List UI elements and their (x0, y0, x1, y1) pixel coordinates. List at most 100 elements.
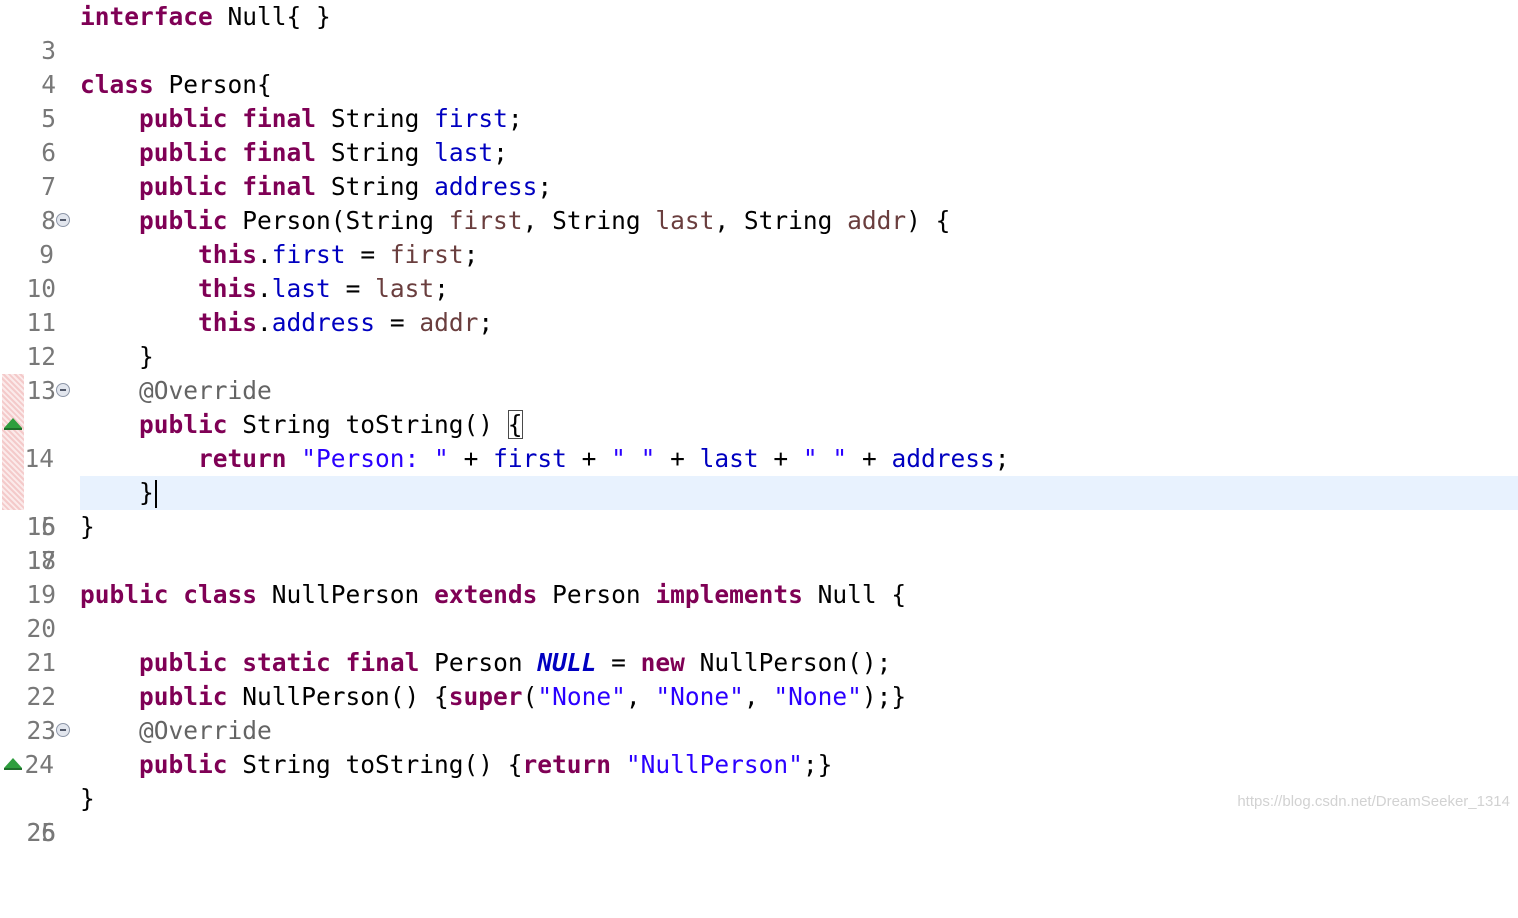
override-triangle-icon[interactable] (4, 758, 22, 770)
keyword: final (242, 138, 317, 167)
code-line[interactable]: 13 } (0, 340, 1518, 405)
code-token: = (330, 274, 376, 303)
code-text[interactable]: public final String address; (80, 170, 1518, 204)
code-token: = (345, 240, 390, 269)
line-number: 4 (41, 70, 56, 99)
code-line[interactable]: 20 public class NullPerson extends Perso… (0, 578, 1518, 643)
string-literal: " " (611, 444, 656, 473)
code-line[interactable]: 23 public NullPerson() {super("None", "N… (0, 680, 1518, 745)
matching-bracket: } (139, 478, 154, 507)
code-text[interactable]: return "Person: " + first + " " + last +… (80, 442, 1518, 476)
code-line[interactable]: 4 (0, 34, 1518, 99)
code-token: ; (537, 172, 553, 201)
code-text[interactable]: public final String first; (80, 102, 1518, 136)
code-line[interactable]: 10 this.first = first; (0, 238, 1518, 303)
code-line[interactable]: 18 } (0, 510, 1518, 575)
code-token: Person (419, 648, 538, 677)
code-text[interactable]: @Override (80, 714, 1518, 748)
code-text[interactable] (80, 34, 1518, 68)
line-number: 5 (41, 104, 56, 133)
collapse-minus-icon[interactable] (56, 213, 70, 227)
parameter-name: first (448, 206, 523, 235)
line-number: 21 (26, 648, 56, 677)
collapse-minus-icon[interactable] (56, 383, 70, 397)
keyword: interface (80, 2, 213, 31)
code-token (228, 648, 243, 677)
code-text[interactable]: public String toString() {return "NullPe… (80, 748, 1518, 782)
code-text[interactable]: } (80, 782, 1518, 816)
line-number: 9 (39, 240, 54, 269)
code-line[interactable]: 22 public static final Person NULL = new… (0, 646, 1518, 711)
code-line[interactable]: 7 public final String last; (0, 136, 1518, 201)
code-text[interactable]: } (80, 340, 1518, 374)
text-caret (154, 480, 157, 508)
code-text[interactable]: public Person(String first, String last,… (80, 204, 1518, 238)
code-text[interactable]: interface Null{ } (80, 0, 1518, 34)
code-text[interactable]: public static final Person NULL = new Nu… (80, 646, 1518, 680)
keyword: public (139, 172, 228, 201)
code-text[interactable]: this.address = addr; (80, 306, 1518, 340)
code-text[interactable] (80, 544, 1518, 578)
code-line[interactable]: 19 (0, 544, 1518, 609)
code-line[interactable]: 9 public Person(String first, String las… (0, 204, 1518, 269)
collapse-minus-icon[interactable] (56, 723, 70, 737)
code-text[interactable]: this.first = first; (80, 238, 1518, 272)
code-text[interactable]: public String toString() { (80, 408, 1518, 442)
code-token (287, 444, 302, 473)
code-token (611, 750, 626, 779)
code-line[interactable]: 15 public String toString() { (0, 408, 1518, 541)
code-line-current[interactable]: 17 } (0, 476, 1518, 575)
code-line[interactable]: 6 public final String first; (0, 102, 1518, 167)
string-literal: "None" (773, 682, 862, 711)
code-text[interactable]: public final String last; (80, 136, 1518, 170)
code-token: } (80, 342, 154, 371)
code-line[interactable]: 5 class Person{ (0, 68, 1518, 133)
code-token: ; (463, 240, 479, 269)
field-name: last (699, 444, 759, 473)
keyword: public (139, 750, 228, 779)
code-text[interactable]: class Person{ (80, 68, 1518, 102)
code-text[interactable] (80, 612, 1518, 646)
keyword: public (139, 410, 228, 439)
indent (80, 376, 139, 405)
code-token: ; (493, 138, 508, 167)
static-field-name: NULL (537, 648, 597, 677)
code-line[interactable]: 3 interface Null{ } (0, 0, 1518, 65)
code-text[interactable]: } (80, 476, 1518, 510)
code-line[interactable]: 25 public String toString() {return "Nul… (0, 748, 1518, 847)
line-number: 18 (26, 546, 56, 575)
keyword: class (183, 580, 258, 609)
code-text[interactable]: @Override (80, 374, 1518, 408)
code-line[interactable]: 11 this.last = last; (0, 272, 1518, 337)
field-name: first (434, 104, 508, 133)
code-token: Null { (802, 580, 907, 609)
line-number: 13 (26, 376, 56, 405)
code-text[interactable]: public NullPerson() {super("None", "None… (80, 680, 1518, 714)
code-editor[interactable]: 3 interface Null{ } 4 5 class Person{ 6 … (0, 0, 1518, 847)
code-line[interactable]: 14 @Override (0, 374, 1518, 473)
code-token: NullPerson(); (684, 648, 892, 677)
code-token (228, 138, 243, 167)
code-token (228, 104, 243, 133)
parameter-name: first (389, 240, 464, 269)
code-text[interactable]: } (80, 510, 1518, 544)
code-token: = (375, 308, 420, 337)
indent (80, 478, 139, 507)
code-line[interactable]: 12 this.address = addr; (0, 306, 1518, 371)
code-text[interactable]: public class NullPerson extends Person i… (80, 578, 1518, 612)
code-token: , (743, 682, 774, 711)
field-name: address (891, 444, 995, 473)
indent (80, 206, 139, 235)
code-token: + (847, 444, 892, 473)
keyword: this (198, 308, 258, 337)
code-token: ( (522, 682, 538, 711)
indent (80, 172, 139, 201)
code-line[interactable]: 16 return "Person: " + first + " " + las… (0, 442, 1518, 541)
override-triangle-icon[interactable] (4, 418, 22, 430)
code-text[interactable]: this.last = last; (80, 272, 1518, 306)
indent (80, 648, 139, 677)
code-line[interactable]: 8 public final String address; (0, 170, 1518, 235)
code-line[interactable]: 24 @Override (0, 714, 1518, 779)
annotation: @Override (139, 716, 272, 745)
code-line[interactable]: 21 (0, 612, 1518, 677)
